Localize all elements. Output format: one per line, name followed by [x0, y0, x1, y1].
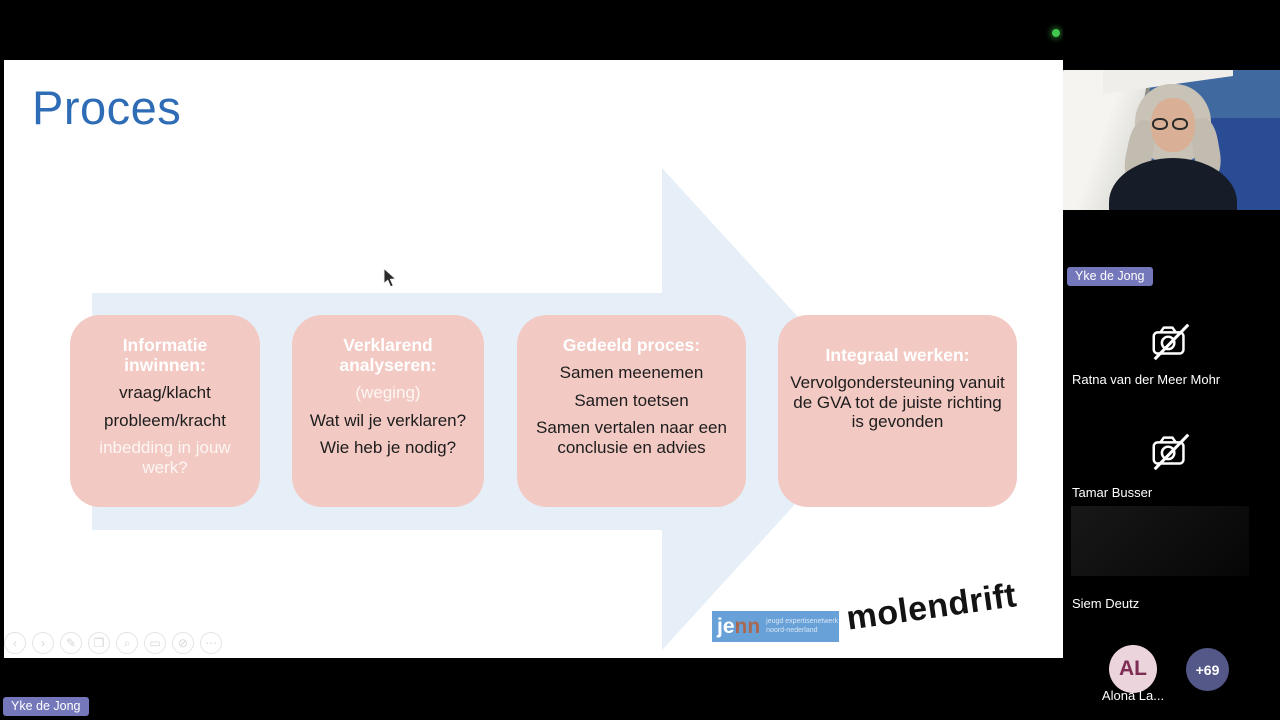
- jenn-logo-nn: nn: [734, 614, 761, 638]
- camera-off-icon: [1152, 433, 1190, 471]
- process-step-1: Informatie inwinnen: vraag/klacht proble…: [70, 315, 260, 507]
- previous-slide-button[interactable]: ‹: [4, 632, 26, 654]
- dark-video-tile[interactable]: [1071, 506, 1249, 576]
- step-line: Vervolgondersteuning vanuit de GVA tot d…: [790, 373, 1005, 432]
- step-header: Informatie inwinnen:: [122, 335, 208, 376]
- copy-slide-button[interactable]: ❐: [88, 632, 110, 654]
- step-header: Integraal werken:: [825, 345, 970, 365]
- shared-slide: Proces Informatie inwinnen: vraag/klacht…: [4, 60, 1063, 658]
- main-participant-video[interactable]: [1063, 70, 1280, 210]
- slideshow-toolbar: ‹ › ✎ ❐ ⌕ ▭ ⊘ ⋯: [4, 632, 222, 654]
- mouse-cursor-icon: [383, 267, 397, 293]
- process-step-3: Gedeeld proces: Samen meenemen Samen toe…: [517, 315, 746, 507]
- process-step-4: Integraal werken: Vervolgondersteuning v…: [778, 315, 1017, 507]
- overflow-participants-badge[interactable]: +69: [1186, 648, 1229, 691]
- step-line: Wie heb je nodig?: [319, 438, 457, 458]
- step-line: Samen toetsen: [574, 390, 689, 410]
- show-taskbar-button[interactable]: ▭: [144, 632, 166, 654]
- step-line: probleem/kracht: [104, 410, 226, 430]
- participants-sidebar: Yke de Jong Ratna van der Meer Mohr Tama…: [1063, 0, 1280, 720]
- presenter-name-tag: Yke de Jong: [3, 697, 89, 716]
- next-slide-button[interactable]: ›: [32, 632, 54, 654]
- more-options-button[interactable]: ⋯: [200, 632, 222, 654]
- participant-name[interactable]: Ratna van der Meer Mohr: [1072, 372, 1221, 387]
- step-line: Samen vertalen naar een conclusie en adv…: [536, 418, 727, 457]
- participant-name[interactable]: Siem Deutz: [1072, 596, 1140, 611]
- pen-button[interactable]: ✎: [60, 632, 82, 654]
- camera-off-button[interactable]: ⊘: [172, 632, 194, 654]
- step-header: Gedeeld proces:: [562, 335, 701, 355]
- molendrift-logo: molendrift: [844, 576, 1019, 638]
- main-participant-name-tag: Yke de Jong: [1067, 267, 1153, 286]
- participant-glasses: [1152, 118, 1168, 130]
- participant-glasses: [1172, 118, 1188, 130]
- participant-name: Alona La...: [1101, 688, 1165, 703]
- step-line: Wat wil je verklaren?: [309, 410, 467, 430]
- process-step-2: Verklarend analyseren: (weging) Wat wil …: [292, 315, 484, 507]
- step-line: (weging): [355, 383, 421, 403]
- participant-avatar[interactable]: AL: [1109, 645, 1157, 693]
- jenn-logo-je: je: [717, 614, 735, 638]
- jenn-logo-subtext: jeugd expertisenetwerk noord-nederland: [766, 617, 839, 634]
- step-line: Samen meenemen: [559, 363, 704, 383]
- step-line: vraag/klacht: [119, 383, 211, 403]
- zoom-button[interactable]: ⌕: [116, 632, 138, 654]
- participant-name[interactable]: Tamar Busser: [1072, 485, 1153, 500]
- camera-off-icon: [1152, 323, 1190, 361]
- step-header: Verklarend analyseren:: [339, 335, 437, 376]
- step-line: inbedding in jouw werk?: [99, 438, 231, 477]
- slide-title: Proces: [32, 81, 182, 134]
- status-green-dot-icon: [1052, 29, 1060, 37]
